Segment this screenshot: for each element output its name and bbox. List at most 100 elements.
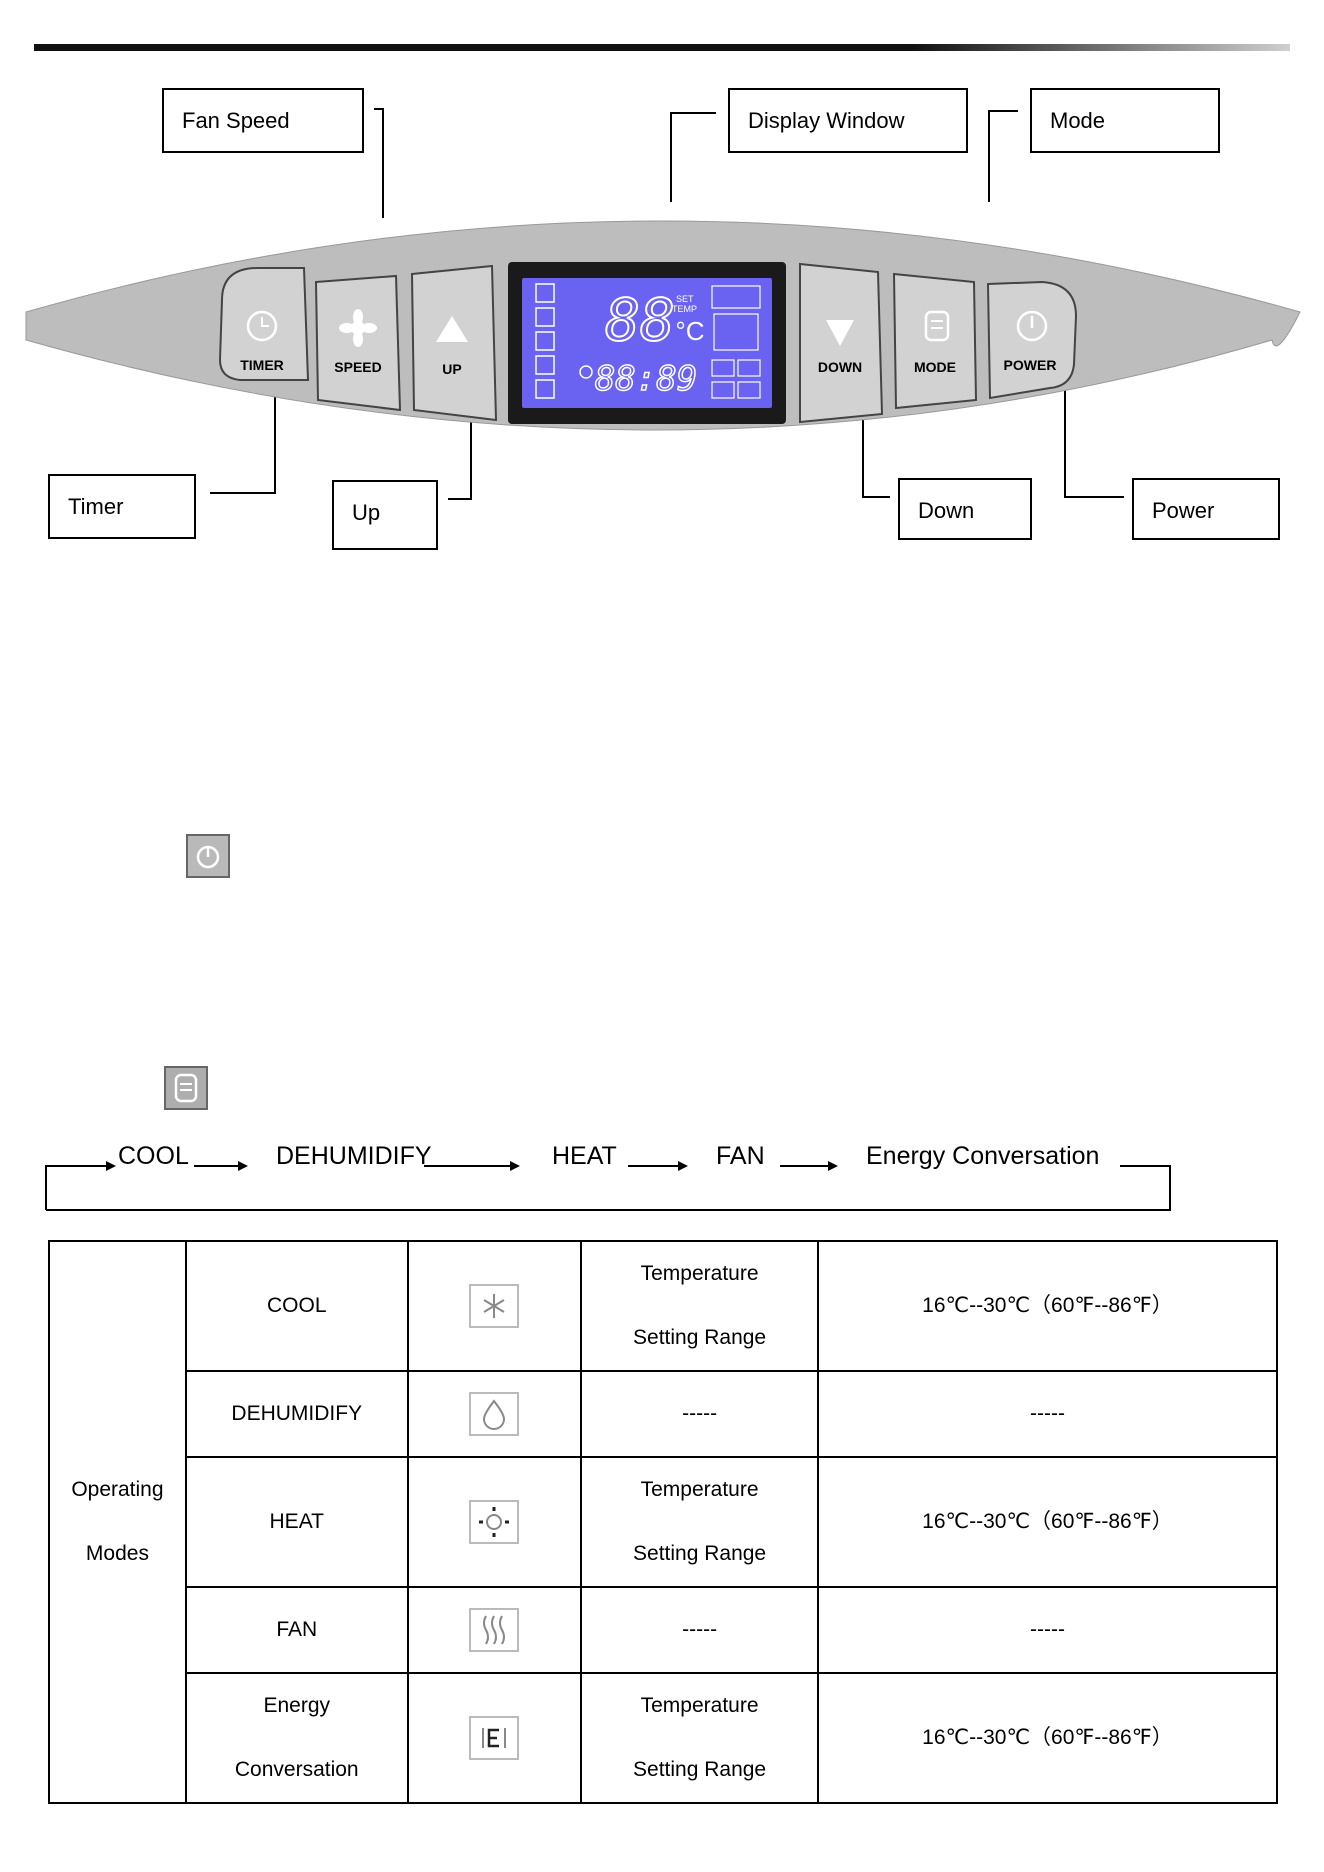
flow-step-fan: FAN	[716, 1142, 765, 1170]
mode-name: DEHUMIDIFY	[231, 1402, 363, 1425]
mode-cycle-flow	[45, 1161, 1171, 1211]
flow-step-dehumidify: DEHUMIDIFY	[276, 1142, 432, 1170]
flow-step-energy: Energy Conversation	[866, 1142, 1100, 1170]
mode-button-label: MODE	[914, 359, 956, 375]
callout-display-window-label: Display Window	[748, 108, 905, 133]
leader-timer-h	[210, 492, 276, 494]
power-icon	[196, 845, 220, 869]
mode-button-thumbnail	[164, 1066, 208, 1110]
leader-down-v	[862, 390, 864, 498]
leader-timer-v	[274, 390, 276, 494]
mode-name: HEAT	[269, 1510, 324, 1533]
speed-button[interactable]: SPEED	[314, 274, 402, 412]
droplet-icon	[469, 1392, 520, 1437]
mode-icon-cell	[406, 1240, 583, 1372]
lcd-grid-icon	[711, 285, 761, 399]
down-button-label: DOWN	[818, 359, 862, 375]
header-rule	[34, 44, 1290, 51]
mode-icon-cell	[406, 1586, 583, 1674]
table-row: Operating Modes COOL Temperature Setting…	[48, 1240, 1279, 1804]
lcd-temp-label: TEMP	[672, 304, 697, 314]
setting-cell: -----	[580, 1370, 819, 1458]
setting-line: Setting Range	[633, 1758, 767, 1781]
mode-name: Energy	[263, 1694, 331, 1717]
mode-name-cell: COOL	[184, 1240, 409, 1372]
range-value: 16℃--30℃（60℉--86℉）	[922, 1510, 1173, 1533]
range-value: 16℃--30℃（60℉--86℉）	[922, 1294, 1173, 1317]
snowflake-icon	[469, 1284, 520, 1329]
wave-icon	[469, 1608, 520, 1653]
range-cell: 16℃--30℃（60℉--86℉）	[816, 1672, 1279, 1804]
setting-line: -----	[682, 1618, 718, 1641]
setting-cell: Temperature Setting Range	[580, 1240, 819, 1372]
setting-line: -----	[682, 1402, 718, 1425]
table-row: DEHUMIDIFY ----- -----	[49, 1370, 1279, 1458]
leader-fan-speed-v	[382, 108, 384, 218]
mode-name: Conversation	[234, 1758, 359, 1781]
operating-modes-table: Operating Modes COOL Temperature Setting…	[48, 1240, 1279, 1804]
setting-line: Temperature	[640, 1262, 759, 1285]
setting-cell: Temperature Setting Range	[580, 1456, 819, 1588]
mode-name-cell: Energy Conversation	[184, 1672, 409, 1804]
leader-display-h	[670, 112, 716, 114]
setting-line: Setting Range	[633, 1542, 767, 1565]
power-button-label: POWER	[1004, 357, 1057, 373]
setting-line: Temperature	[640, 1478, 759, 1501]
range-value: -----	[1029, 1402, 1065, 1425]
lcd-unit: °C	[675, 316, 704, 346]
callout-display-window: Display Window	[728, 88, 968, 153]
alarm-icon	[579, 365, 593, 379]
up-button[interactable]: UP	[410, 264, 498, 422]
power-icon	[1016, 310, 1048, 342]
callout-power-label: Power	[1152, 498, 1215, 523]
range-cell: 16℃--30℃（60℉--86℉）	[816, 1456, 1279, 1588]
callout-up: Up	[332, 480, 438, 550]
range-cell: 16℃--30℃（60℉--86℉）	[816, 1240, 1279, 1372]
lcd-screen	[522, 278, 772, 408]
up-button-label: UP	[442, 361, 461, 377]
range-value: 16℃--30℃（60℉--86℉）	[922, 1726, 1173, 1749]
setting-line: Setting Range	[633, 1326, 767, 1349]
flow-step-cool: COOL	[118, 1142, 189, 1170]
callout-timer-label: Timer	[68, 494, 124, 519]
leader-mode-v	[988, 110, 990, 202]
range-cell: -----	[816, 1586, 1279, 1674]
triangle-up-icon	[436, 316, 468, 342]
down-button[interactable]: DOWN	[799, 262, 884, 424]
callout-fan-speed-label: Fan Speed	[182, 108, 290, 133]
table-row: FAN ----- -----	[49, 1586, 1279, 1674]
setting-line: Temperature	[640, 1694, 759, 1717]
callout-mode-label: Mode	[1050, 108, 1106, 133]
leader-down-h	[862, 496, 890, 498]
lcd-mode-icons	[535, 283, 555, 399]
callout-up-label: Up	[352, 500, 381, 525]
clock-icon	[246, 310, 278, 342]
callout-mode: Mode	[1030, 88, 1220, 153]
timer-button-label: TIMER	[240, 357, 284, 373]
table-row: Energy Conversation Temperature Setting …	[49, 1672, 1279, 1804]
mode-icon-cell	[406, 1370, 583, 1458]
leader-power-v	[1064, 388, 1066, 498]
row-header-cell: Operating Modes	[48, 1240, 187, 1804]
range-value: -----	[1029, 1618, 1065, 1641]
callout-fan-speed: Fan Speed	[162, 88, 364, 153]
control-panel: TIMER SPEED UP 88 SET TEMP °C	[25, 220, 1301, 431]
timer-button[interactable]: TIMER	[218, 267, 310, 381]
mode-list-icon	[924, 310, 950, 342]
range-cell: -----	[816, 1370, 1279, 1458]
leader-power-h	[1066, 496, 1124, 498]
callout-timer: Timer	[48, 474, 196, 539]
row-header-line: Modes	[85, 1542, 149, 1565]
flow-step-heat: HEAT	[552, 1142, 617, 1170]
triangle-down-icon	[826, 320, 854, 346]
lcd-time-digits: 88:89	[595, 359, 697, 399]
mode-button[interactable]: MODE	[892, 272, 978, 410]
setting-cell: Temperature Setting Range	[580, 1672, 819, 1804]
speed-button-label: SPEED	[334, 359, 381, 375]
mode-name-cell: DEHUMIDIFY	[184, 1370, 409, 1458]
leader-up-v	[470, 390, 472, 500]
power-button[interactable]: POWER	[986, 280, 1078, 400]
row-header-line: Operating	[71, 1478, 164, 1501]
mode-name-cell: FAN	[184, 1586, 409, 1674]
power-button-thumbnail	[186, 834, 230, 878]
